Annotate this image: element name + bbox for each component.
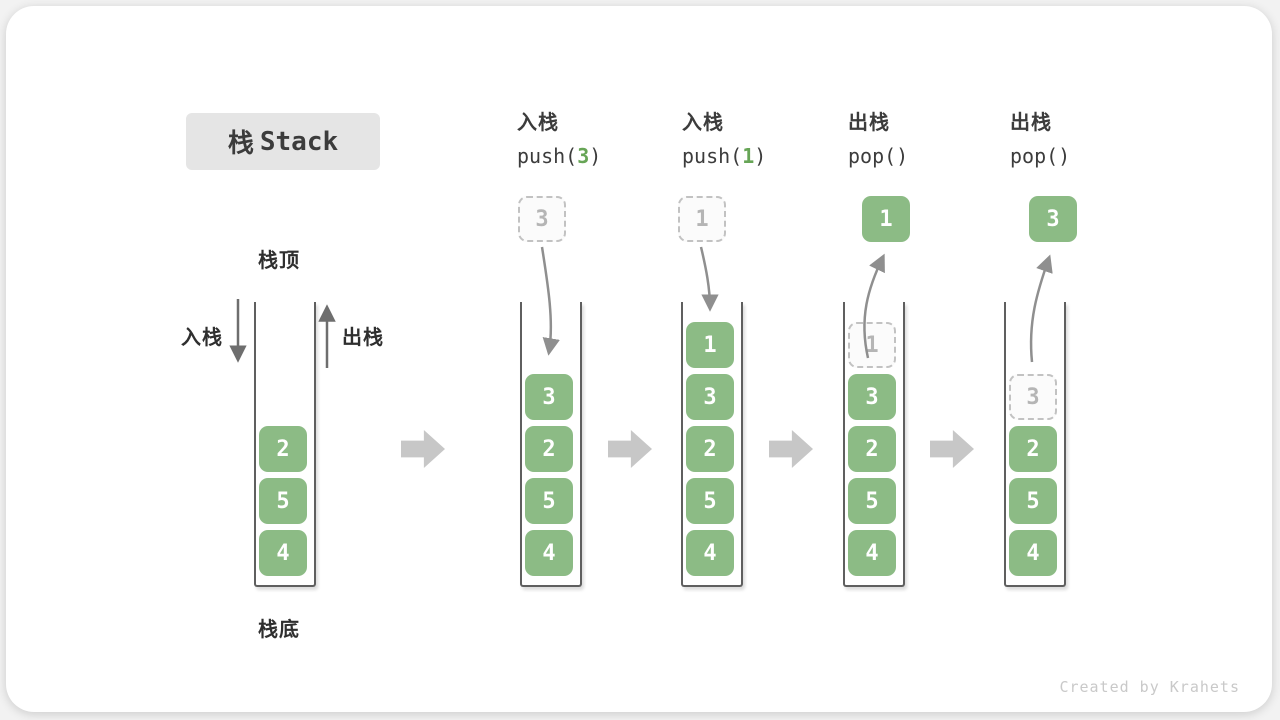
stack-cell: 3 [848,374,896,420]
op-name: 入栈 [517,112,559,134]
op-code: pop() [1010,144,1071,168]
title-en: Stack [259,126,339,157]
stack-cell: 5 [1009,478,1057,524]
stack-cell: 5 [525,478,573,524]
stack-bottom-label: 栈底 [258,619,300,641]
op-name: 出栈 [848,112,890,134]
floating-value-box: 1 [678,196,726,242]
stack-cell: 2 [848,426,896,472]
stack-cell-popped: 1 [848,322,896,368]
stack-cell: 3 [686,374,734,420]
pop-direction-label: 出栈 [342,327,384,349]
op-code: push(3) [517,144,602,168]
stack-cell: 2 [259,426,307,472]
op-header-push1: 入栈 push(1) [682,106,832,168]
op-name: 出栈 [1010,112,1052,134]
stack-top-label: 栈顶 [258,250,300,272]
push-direction-label: 入栈 [181,327,223,349]
watermark: Created by Krahets [1059,678,1240,696]
stack-container-step1 [520,302,582,587]
stack-cell: 2 [525,426,573,472]
stack-cell: 5 [848,478,896,524]
op-code: push(1) [682,144,767,168]
stack-container-step3 [843,302,905,587]
op-name: 入栈 [682,112,724,134]
stack-container-step2 [681,302,743,587]
stack-cell: 3 [525,374,573,420]
stack-cell: 5 [686,478,734,524]
stack-cell: 4 [686,530,734,576]
stack-cell: 1 [686,322,734,368]
stack-cell: 4 [525,530,573,576]
stack-cell-popped: 3 [1009,374,1057,420]
floating-value-box: 3 [1029,196,1077,242]
floating-value-box: 1 [862,196,910,242]
diagram-title: 栈 Stack [186,113,380,170]
stack-cell: 2 [686,426,734,472]
stack-cell: 4 [1009,530,1057,576]
title-cn: 栈 [227,128,254,158]
op-header-pop1: 出栈 pop() [848,106,998,168]
stack-cell: 4 [259,530,307,576]
stack-container-step4 [1004,302,1066,587]
op-header-push3: 入栈 push(3) [517,106,667,168]
stack-container-base [254,302,316,587]
op-code: pop() [848,144,909,168]
stack-cell: 2 [1009,426,1057,472]
stack-cell: 4 [848,530,896,576]
stack-cell: 5 [259,478,307,524]
floating-value-box: 3 [518,196,566,242]
op-header-pop2: 出栈 pop() [1010,106,1160,168]
